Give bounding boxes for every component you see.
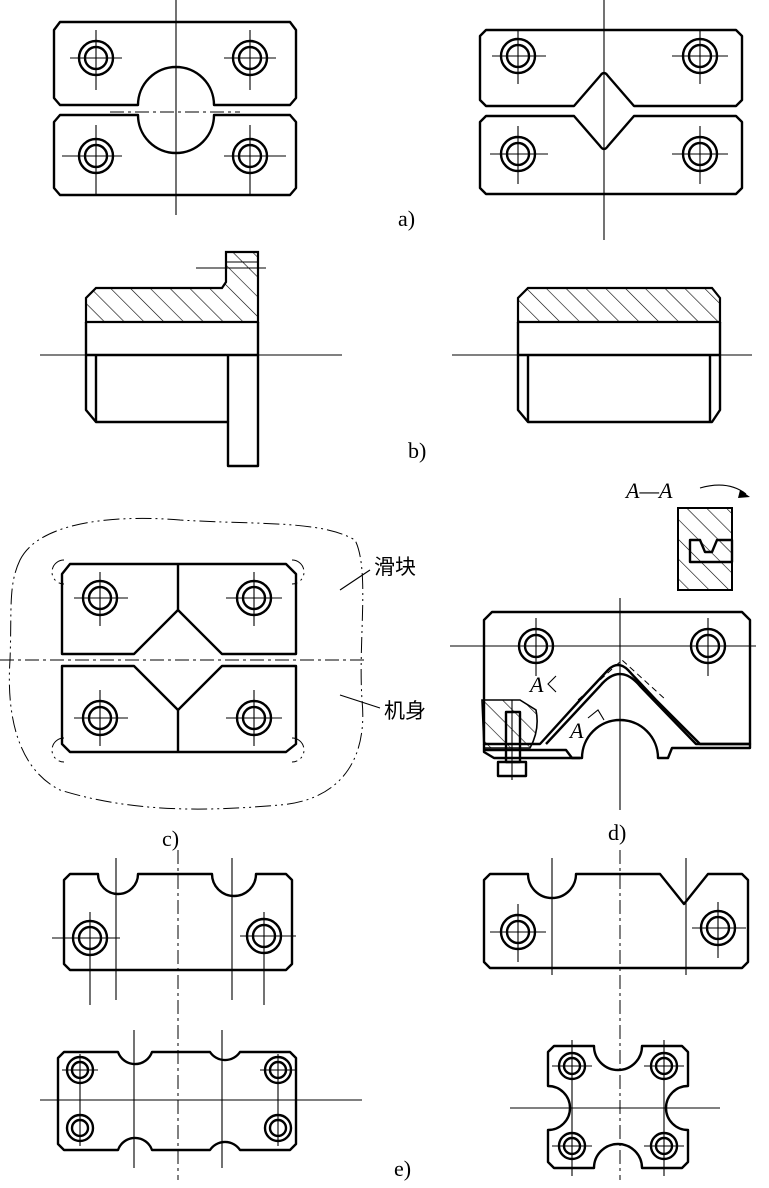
label-e: e) — [394, 1156, 411, 1181]
section-mark-lower: A — [568, 718, 584, 743]
figure-d-vee-bearing-with-section: A—A A A d) — [450, 478, 756, 845]
label-b: b) — [408, 438, 426, 463]
machine-body-callout: 机身 — [384, 699, 426, 723]
label-c: c) — [162, 826, 179, 851]
figure-e-mixed-groove-block — [482, 850, 750, 1180]
label-d: d) — [608, 820, 626, 845]
label-a: a) — [398, 206, 415, 231]
figure-e-double-bore-block — [52, 850, 296, 1180]
figure-a-vee-split-bearing: a) — [398, 0, 744, 240]
section-title: A—A — [624, 478, 673, 503]
figure-c-four-part-bearing: 滑块 机身 c) — [0, 517, 426, 851]
figure-b-plain-bushing: b) — [408, 286, 752, 463]
figure-a-round-split-bearing — [52, 0, 298, 215]
slider-callout: 滑块 — [374, 555, 416, 579]
section-mark-upper: A — [528, 672, 544, 697]
figure-b-flanged-bushing — [40, 250, 342, 468]
figure-e-four-bolt-block — [40, 1030, 362, 1168]
figure-e-cross-bore-block: e) — [394, 1040, 720, 1181]
